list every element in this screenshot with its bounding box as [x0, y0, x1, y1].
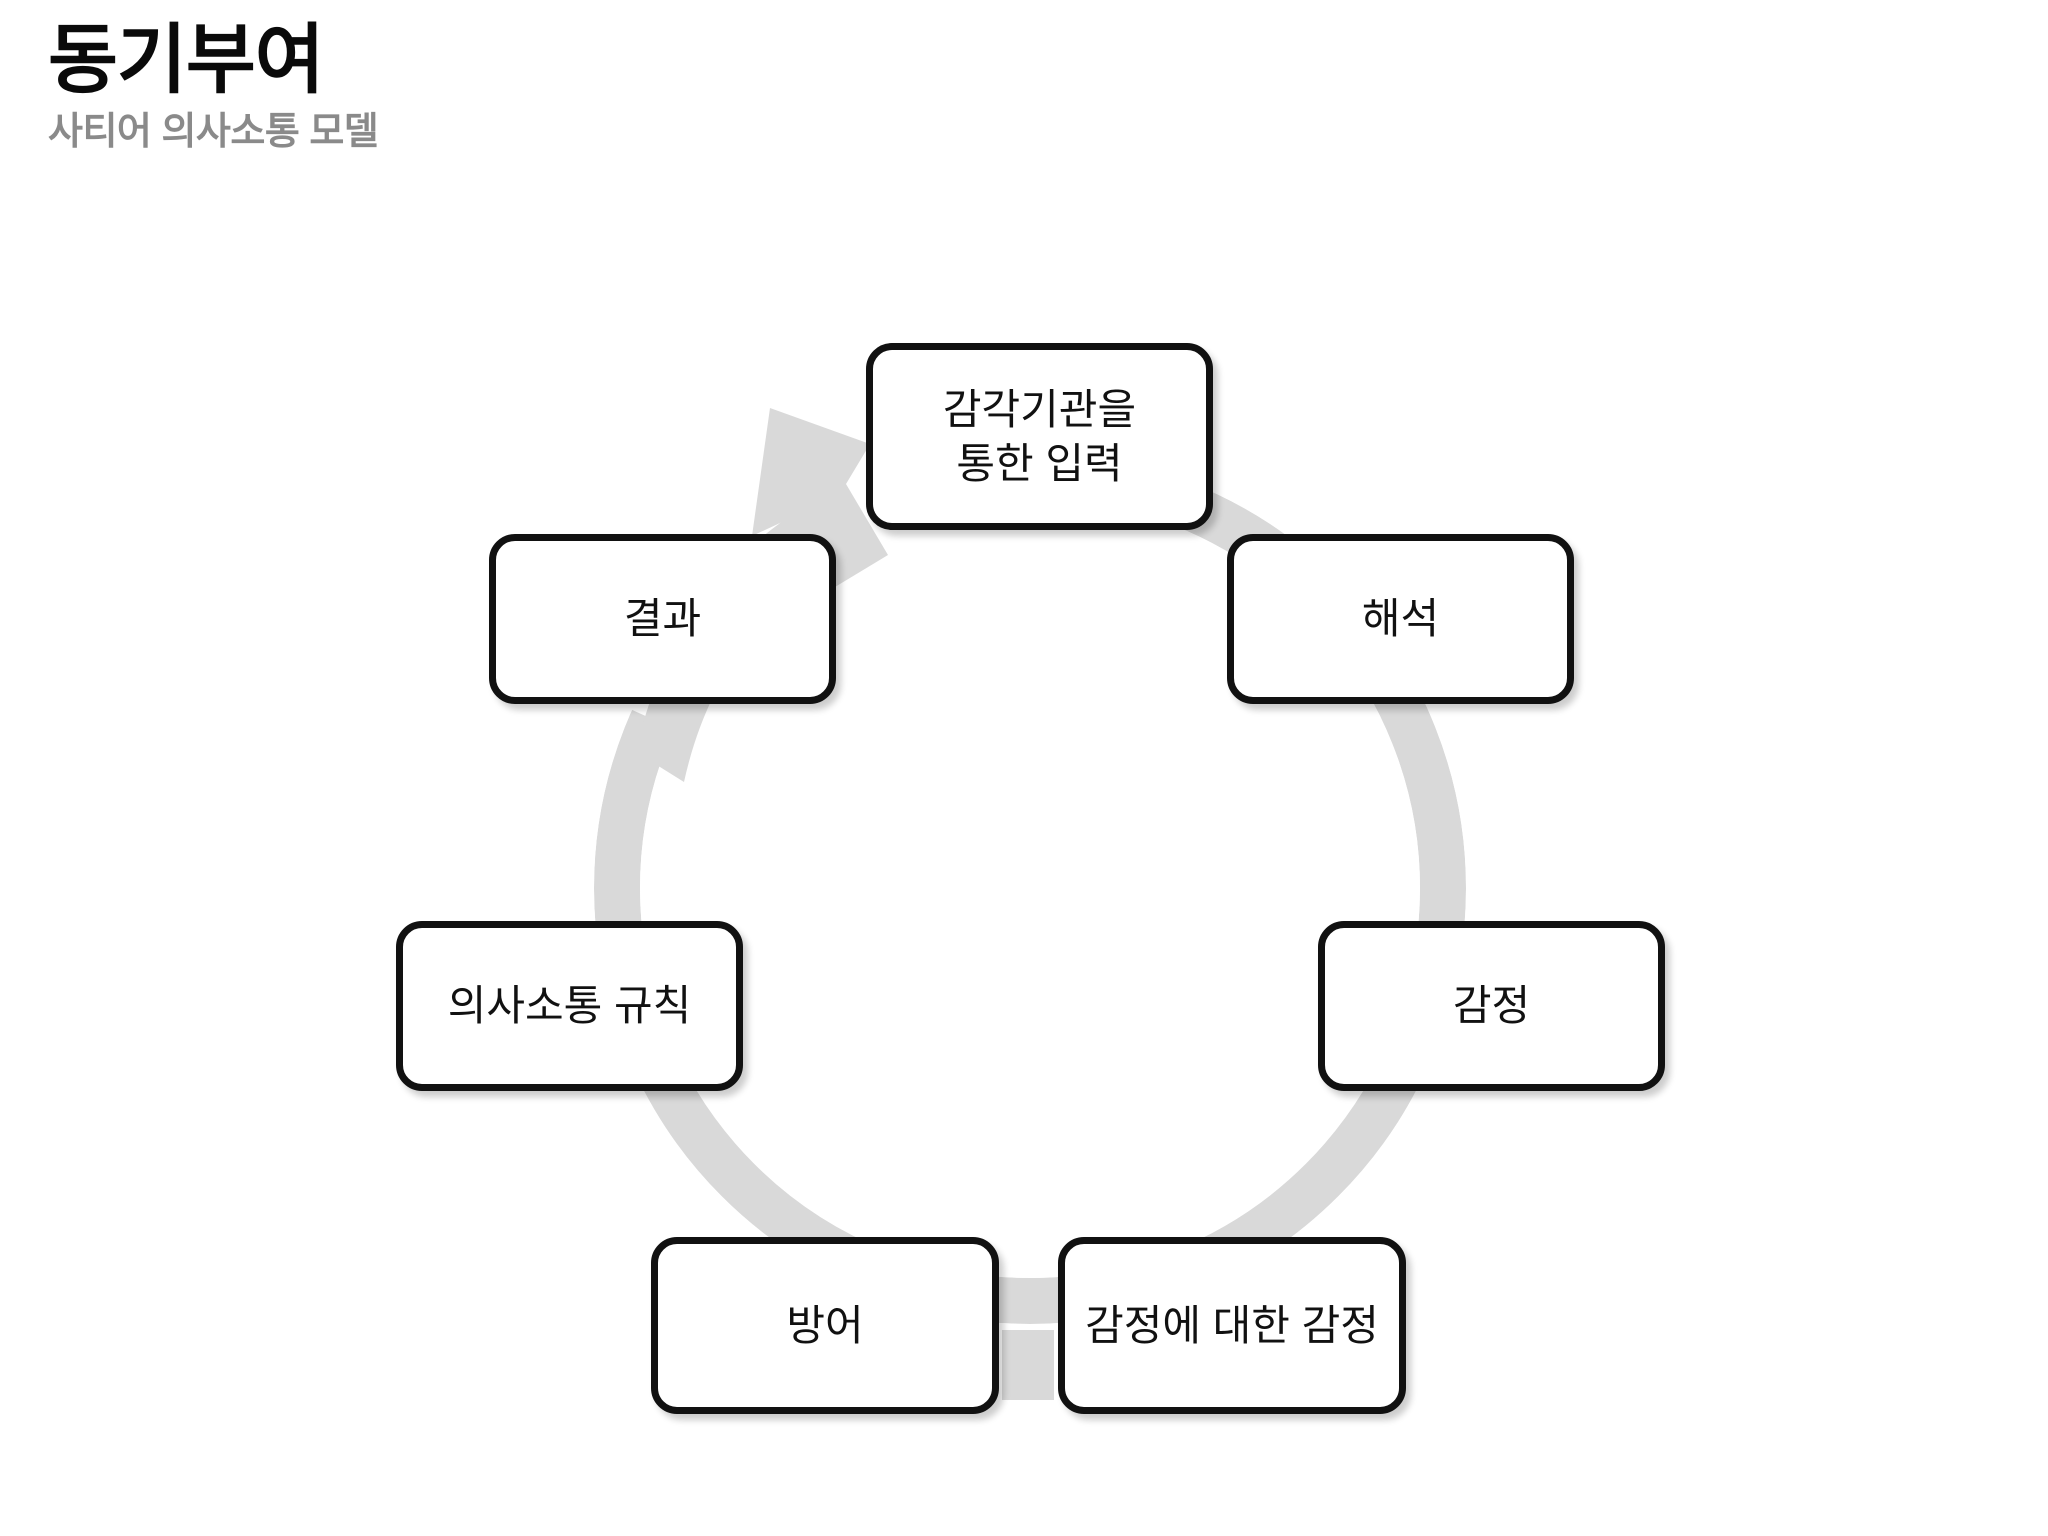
cycle-node-result[interactable]: 결과 — [489, 534, 836, 704]
cycle-node-interpretation[interactable]: 해석 — [1227, 534, 1574, 704]
cycle-ring-bottom-connector — [1002, 1330, 1054, 1400]
cycle-node-input[interactable]: 감각기관을 통한 입력 — [866, 343, 1213, 530]
cycle-arrow-head — [752, 408, 888, 587]
cycle-node-feeling-about-feeling[interactable]: 감정에 대한 감정 — [1058, 1237, 1406, 1414]
cycle-node-defense[interactable]: 방어 — [651, 1237, 999, 1414]
page-subtitle: 사티어 의사소통 모델 — [48, 110, 379, 153]
cycle-node-communication-rules[interactable]: 의사소통 규칙 — [396, 921, 743, 1091]
page-title: 동기부여 — [48, 18, 325, 103]
slide-header: 동기부여 사티어 의사소통 모델 — [48, 22, 1448, 155]
cycle-node-feeling[interactable]: 감정 — [1318, 921, 1665, 1091]
